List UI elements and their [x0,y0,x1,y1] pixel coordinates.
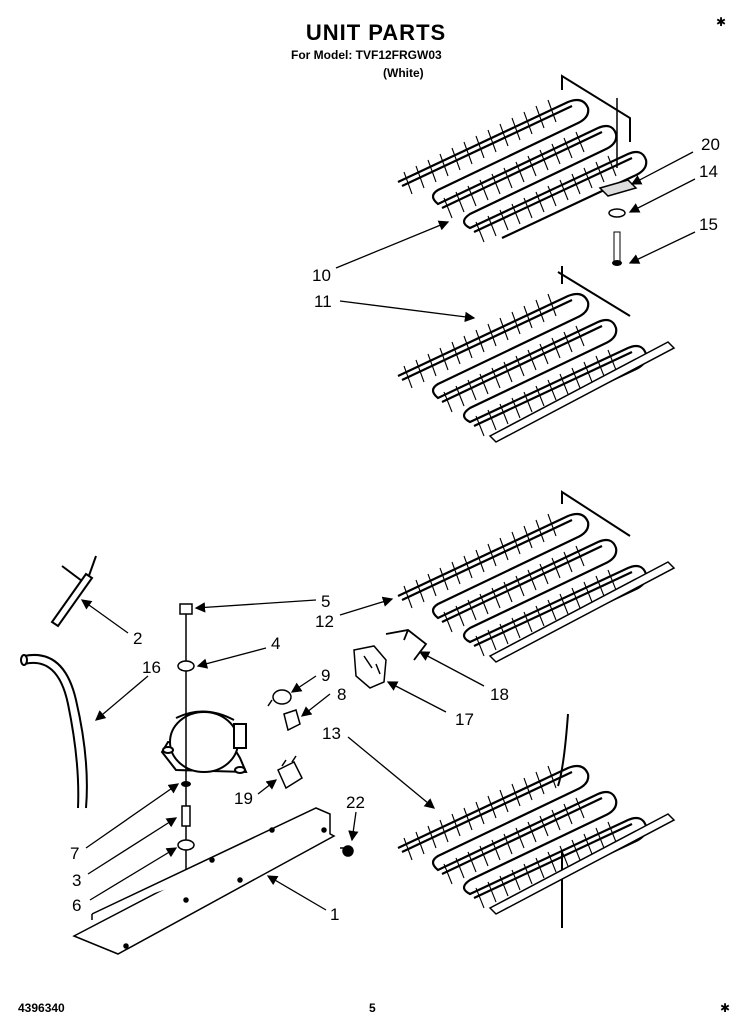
clip-part-17 [353,645,387,689]
callout-11: 11 [314,292,332,311]
svg-text:✱: ✱ [716,15,726,29]
hose-part-16 [20,654,88,809]
relay-part-8 [283,709,301,732]
callout-16: 16 [142,658,161,677]
callout-labels: 20 14 15 10 11 5 12 2 4 16 9 8 18 17 13 … [70,135,720,924]
callout-3: 3 [72,871,81,890]
callout-17: 17 [455,710,474,729]
color-line: (White) [383,66,424,80]
base-plate-part-1 [72,807,336,955]
callout-12: 12 [315,612,334,631]
tube-part-2 [50,555,97,628]
overload-part-9 [267,689,292,707]
condenser-coil-11 [396,266,676,443]
callout-4: 4 [271,634,280,653]
sleeve-part-3 [181,805,191,827]
callout-1: 1 [330,905,339,924]
callout-10: 10 [312,266,331,285]
callout-22: 22 [346,793,365,812]
screw-part-22 [340,845,354,857]
washer-part-14 [608,208,626,218]
bracket-part-20 [598,179,638,197]
capacitor-part-19 [277,755,303,790]
screw-part-15 [612,231,622,266]
grommet-part-4 [177,660,195,672]
callout-15: 15 [699,215,718,234]
svg-text:✱: ✱ [720,1001,730,1015]
model-line: For Model: TVF12FRGW03 [291,48,442,62]
callout-9: 9 [321,666,330,685]
washer-part-7 [181,781,191,787]
condenser-coil-13 [396,713,676,928]
grommet-part-6 [177,839,195,851]
callout-18: 18 [490,685,509,704]
document-number: 4396340 [18,1001,65,1015]
callout-14: 14 [699,162,718,181]
condenser-coil-12 [396,490,676,663]
page-number: 5 [369,1001,376,1015]
page-title: UNIT PARTS [305,20,447,45]
callout-19: 19 [234,789,253,808]
condenser-coil-10 [396,74,648,244]
callout-8: 8 [337,685,346,704]
callout-5: 5 [321,592,330,611]
callout-7: 7 [70,844,79,863]
callout-6: 6 [72,896,81,915]
bracket-part-18 [385,629,428,661]
callout-13: 13 [322,724,341,743]
callout-2: 2 [133,629,142,648]
compressor [160,710,248,774]
bolt-part-5 [179,603,193,615]
callout-20: 20 [701,135,720,154]
